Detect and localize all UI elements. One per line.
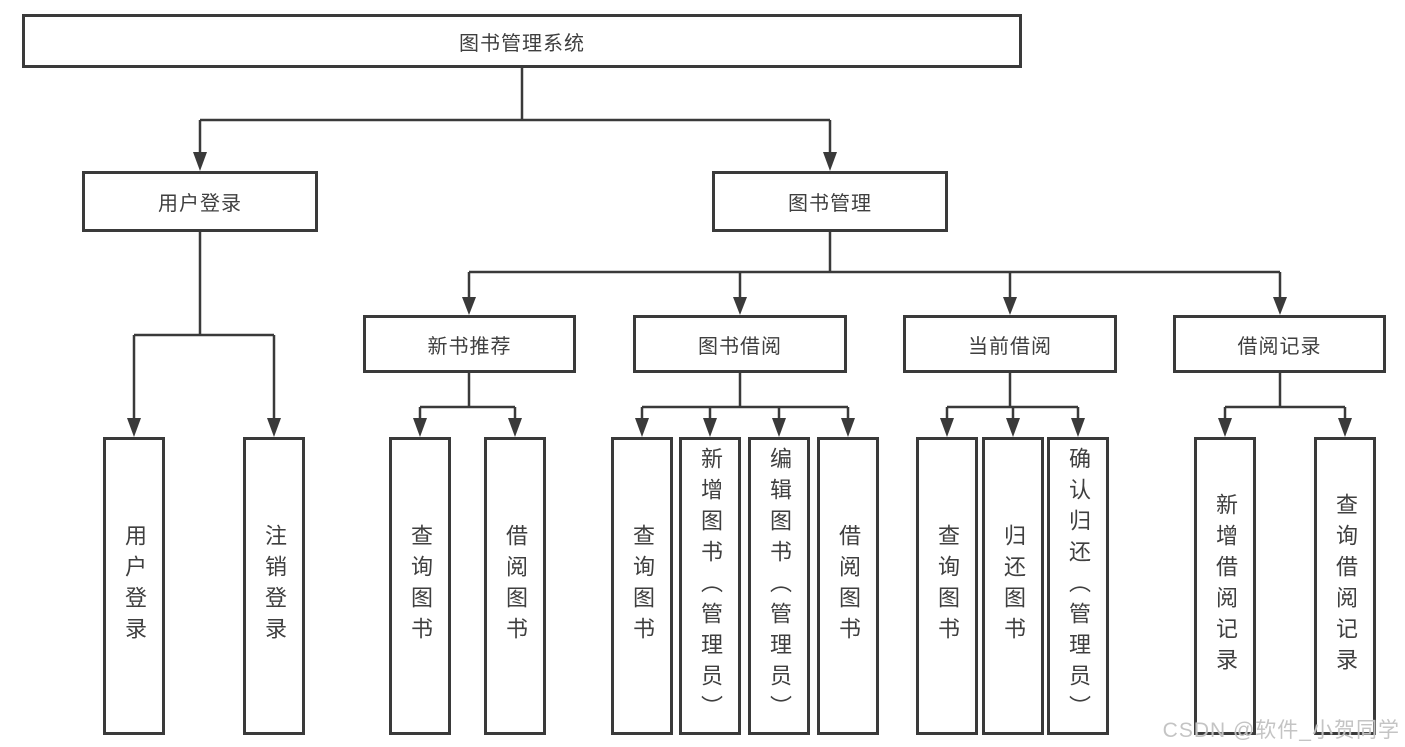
node-book-borrow: 图书借阅 [633,315,847,373]
leaf-return-books-label: 归还图书 [1001,524,1026,648]
connector-borrowrecords-to-leaves [1223,373,1347,420]
node-user-login: 用户登录 [82,171,318,232]
leaf-query-books-borrow: 查询图书 [611,437,673,735]
leaf-logout-login-label: 注销登录 [262,524,287,648]
leaf-query-books-current: 查询图书 [916,437,978,735]
node-library-system: 图书管理系统 [22,14,1022,68]
connector-userlogin-to-leaves [132,232,276,420]
leaf-add-book-admin-label: 新增图书（管理员） [698,446,723,726]
leaf-return-books: 归还图书 [982,437,1044,735]
node-book-management: 图书管理 [712,171,948,232]
leaf-logout-login: 注销登录 [243,437,305,735]
leaf-add-borrow-record: 新增借阅记录 [1194,437,1256,735]
connector-bookborrow-to-leaves [640,373,850,420]
leaf-add-book-admin: 新增图书（管理员） [679,437,741,735]
node-book-borrow-label: 图书借阅 [698,335,782,358]
watermark: CSDN @软件_小贺同学 [1162,719,1400,742]
node-book-management-label: 图书管理 [788,193,872,215]
leaf-borrow-books-newbooks: 借阅图书 [484,437,546,735]
leaf-confirm-return-admin-label: 确认归还（管理员） [1066,446,1091,726]
node-new-book-recommend-label: 新书推荐 [427,335,512,358]
leaf-borrow-books-borrow: 借阅图书 [817,437,879,735]
leaf-query-books-newbooks-label: 查询图书 [408,524,433,648]
leaf-query-borrow-record-label: 查询借阅记录 [1333,493,1358,679]
node-new-book-recommend: 新书推荐 [363,315,576,373]
leaf-query-books-current-label: 查询图书 [935,524,960,648]
node-library-system-label: 图书管理系统 [459,32,585,55]
leaf-borrow-books-newbooks-label: 借阅图书 [503,524,528,648]
connector-newbooks-to-leaves [418,373,517,420]
node-borrow-records-label: 借阅记录 [1237,335,1322,358]
leaf-edit-book-admin: 编辑图书（管理员） [748,437,810,735]
leaf-query-borrow-record: 查询借阅记录 [1314,437,1376,735]
leaf-edit-book-admin-label: 编辑图书（管理员） [767,446,792,726]
node-current-borrow-label: 当前借阅 [968,335,1052,358]
node-user-login-label: 用户登录 [158,193,242,215]
connector-currentborrow-to-leaves [945,373,1080,420]
leaf-query-books-borrow-label: 查询图书 [630,524,655,648]
connector-root-to-level2 [198,68,832,154]
node-borrow-records: 借阅记录 [1173,315,1386,373]
leaf-confirm-return-admin: 确认归还（管理员） [1047,437,1109,735]
leaf-query-books-newbooks: 查询图书 [389,437,451,735]
node-current-borrow: 当前借阅 [903,315,1117,373]
leaf-user-login: 用户登录 [103,437,165,735]
connector-bookmgmt-to-level3 [467,232,1282,299]
leaf-borrow-books-borrow-label: 借阅图书 [836,524,861,648]
leaf-user-login-label: 用户登录 [122,524,147,648]
arrow-down-icons [127,152,1352,437]
leaf-add-borrow-record-label: 新增借阅记录 [1213,493,1238,679]
